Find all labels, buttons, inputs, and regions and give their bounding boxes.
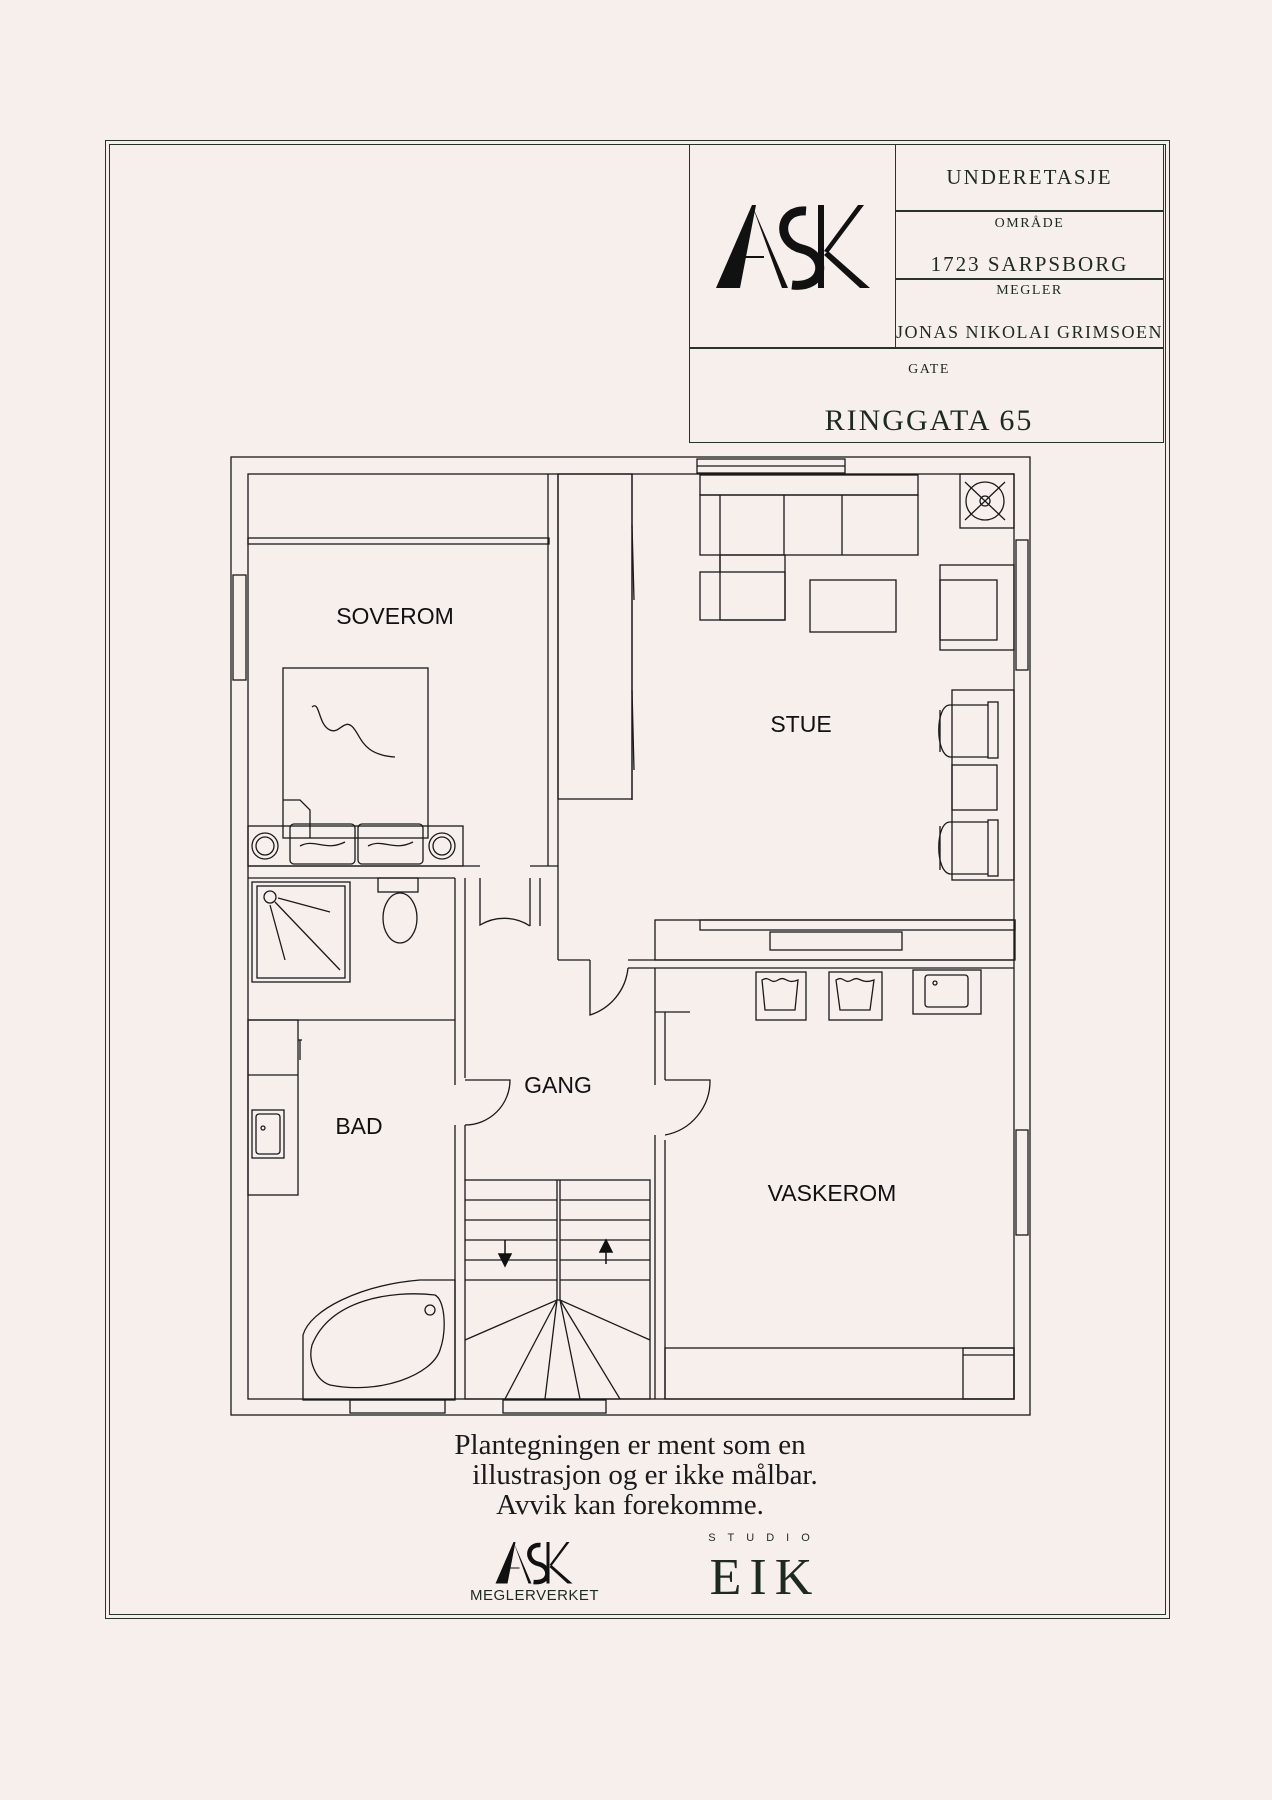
title-area-cell [895, 211, 1164, 279]
agent-label: MEGLER [996, 283, 1063, 298]
area-value: 1723 SARPSBORG [930, 252, 1129, 276]
footer-meglerverket: MEGLERVERKET [470, 1587, 600, 1604]
disclaimer-line-2: illustrasjon og er ikke målbar. [472, 1459, 818, 1491]
disclaimer: Plantegningen er ment som en illustrasjo… [330, 1430, 930, 1520]
room-label-stue: STUE [770, 711, 831, 737]
footer-eik: EIK [709, 1549, 821, 1606]
floor-name: UNDERETASJE [946, 165, 1113, 189]
disclaimer-line-3: Avvik kan forekomme. [496, 1489, 764, 1521]
agent-name: JONAS NIKOLAI GRIMSOEN [896, 322, 1163, 342]
disclaimer-line-1: Plantegningen er ment som en [454, 1429, 806, 1461]
room-label-vaskerom: VASKEROM [768, 1180, 897, 1206]
room-label-bad: BAD [335, 1113, 382, 1139]
outer-frame [105, 140, 1170, 1619]
title-floor-cell [895, 144, 1164, 211]
street-name: RINGGATA 65 [824, 404, 1034, 437]
footer-studio: STUDIO [708, 1532, 822, 1544]
inner-frame [109, 144, 1166, 1615]
footer-ask-logo [495, 1542, 573, 1585]
title-block-street [689, 348, 1164, 443]
title-agent-cell [895, 279, 1164, 348]
ask-logo [716, 205, 870, 290]
area-label: OMRÅDE [994, 216, 1065, 231]
room-label-soverom: SOVEROM [336, 603, 454, 629]
street-label: GATE [908, 362, 950, 377]
room-label-gang: GANG [524, 1072, 592, 1098]
